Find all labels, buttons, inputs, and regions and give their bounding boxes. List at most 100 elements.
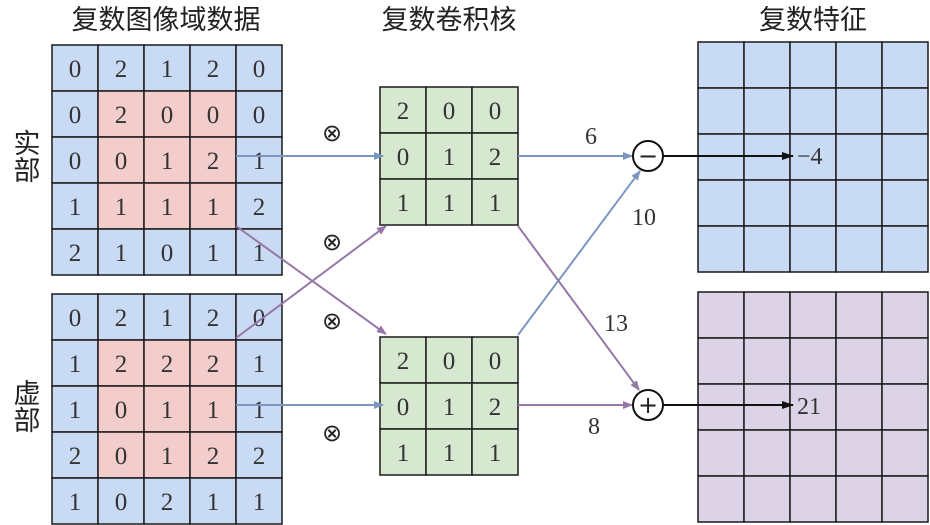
grid-cell — [425, 86, 473, 134]
minus-icon: − — [638, 142, 658, 170]
multiply-icon: ⊗ — [322, 419, 342, 447]
grid-cell — [379, 178, 427, 226]
grid-cell — [379, 428, 427, 476]
kernel-title: 复数卷积核 — [382, 5, 517, 36]
grid-cell — [143, 293, 191, 341]
cell-value: 0 — [115, 148, 128, 175]
imag-part-label: 虚部 — [9, 379, 40, 433]
grid-cell — [743, 475, 791, 523]
grid-cell — [97, 339, 145, 387]
grid-cell — [51, 385, 99, 433]
cell-value: 2 — [253, 443, 266, 470]
grid-cell — [471, 336, 519, 384]
grid-cell — [51, 136, 99, 184]
grid-cell — [189, 182, 237, 230]
grid-cell — [697, 383, 745, 431]
multiply-icon: ⊗ — [322, 307, 342, 335]
cell-value: 0 — [69, 148, 82, 175]
grid-cell — [881, 475, 929, 523]
grid-cell — [835, 337, 883, 385]
cell-value: 0 — [253, 305, 266, 332]
cell-value: 1 — [489, 190, 502, 217]
grid-cell — [51, 431, 99, 479]
cell-value: 1 — [207, 397, 220, 424]
grid-cell — [425, 382, 473, 430]
grid-cell — [881, 87, 929, 135]
cell-value: 0 — [397, 144, 410, 171]
grid-cell — [471, 428, 519, 476]
grid-cell — [743, 291, 791, 339]
partial-real-real: 6 — [585, 124, 597, 150]
grid-cell — [881, 429, 929, 477]
grid-cell — [835, 179, 883, 227]
cell-value: 0 — [489, 348, 502, 375]
cell-value: 0 — [69, 305, 82, 332]
grid-cell — [835, 429, 883, 477]
cell-value: 1 — [443, 440, 456, 467]
grid-cell — [189, 431, 237, 479]
grid-cell — [789, 291, 837, 339]
grid-cell — [379, 336, 427, 384]
grid-cell — [789, 179, 837, 227]
grid-cell — [881, 133, 929, 181]
grid-cell — [743, 225, 791, 273]
cell-value: 1 — [253, 489, 266, 516]
plus-icon: + — [638, 391, 658, 419]
cell-value: 2 — [207, 148, 220, 175]
grid-cell — [743, 179, 791, 227]
cell-value: 2 — [207, 56, 220, 83]
grid-cell — [743, 41, 791, 89]
partial-real-imag: 13 — [604, 311, 628, 337]
cell-value: 2 — [69, 443, 82, 470]
cell-value: 0 — [443, 348, 456, 375]
cell-value: 1 — [443, 144, 456, 171]
grid-cell — [425, 132, 473, 180]
grid-cell — [143, 385, 191, 433]
grid-cell — [235, 477, 283, 525]
grid-cell — [835, 291, 883, 339]
grid-cell — [235, 90, 283, 138]
grid-cell — [835, 383, 883, 431]
partial-imag-real: 8 — [588, 414, 600, 440]
grid-cell — [881, 179, 929, 227]
cell-value: 0 — [69, 102, 82, 129]
cell-value: 1 — [253, 148, 266, 175]
grid-cell — [881, 291, 929, 339]
cell-value: 1 — [397, 440, 410, 467]
grid-cell — [881, 383, 929, 431]
cell-value: 2 — [69, 240, 82, 267]
cell-value: 1 — [207, 489, 220, 516]
cell-value: 0 — [489, 98, 502, 125]
input-title: 复数图像域数据 — [72, 5, 261, 36]
arrow-kr-to-plus — [517, 225, 640, 391]
cell-value: 0 — [115, 397, 128, 424]
grid-cell — [51, 339, 99, 387]
grid-cell — [881, 337, 929, 385]
grid-cell — [143, 339, 191, 387]
cell-value: 1 — [161, 194, 174, 221]
grid-cell — [143, 228, 191, 276]
cell-value: 0 — [443, 98, 456, 125]
grid-cell — [835, 87, 883, 135]
grid-cell — [51, 293, 99, 341]
grid-cell — [189, 228, 237, 276]
grid-cell — [743, 429, 791, 477]
grid-cell — [697, 179, 745, 227]
grid-cell — [379, 382, 427, 430]
grid-cell — [789, 41, 837, 89]
grid-cell — [235, 44, 283, 92]
grid-cell — [143, 44, 191, 92]
grid-cell — [881, 41, 929, 89]
grid-cell — [189, 477, 237, 525]
grid-cell — [881, 225, 929, 273]
partial-imag-imag: 10 — [632, 205, 656, 231]
cell-value: 0 — [397, 394, 410, 421]
feature-real-grid — [697, 41, 929, 273]
grid-cell — [697, 337, 745, 385]
cell-value: 1 — [253, 240, 266, 267]
cell-value: 2 — [115, 305, 128, 332]
cell-value: 1 — [207, 194, 220, 221]
cell-value: 1 — [253, 397, 266, 424]
